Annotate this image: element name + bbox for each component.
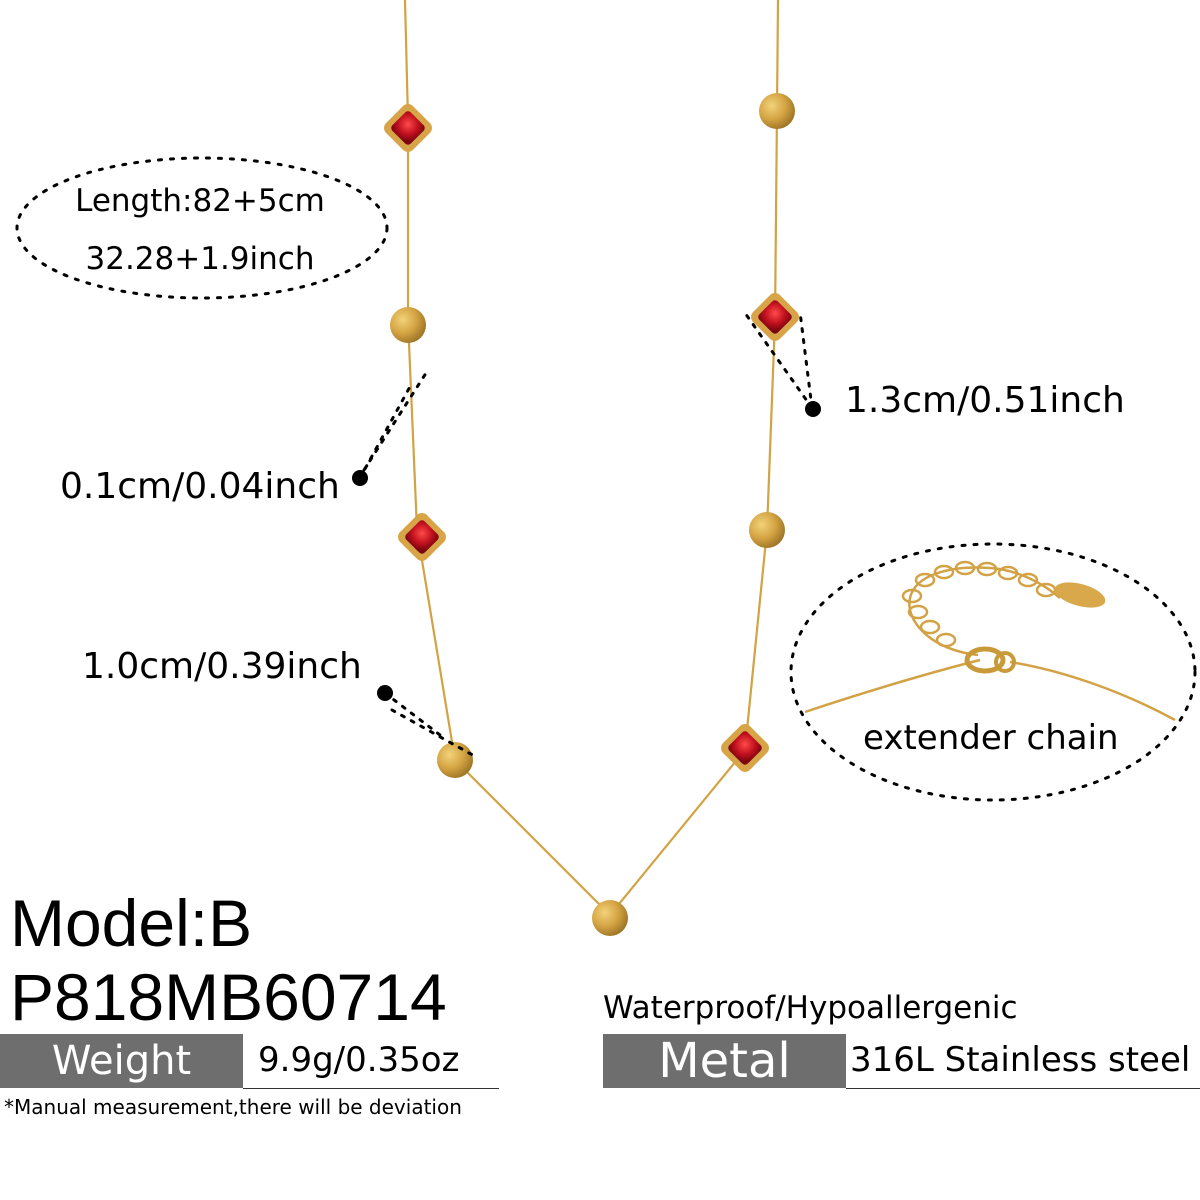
gold-bead	[390, 307, 426, 343]
metal-label-box: Metal	[603, 1033, 846, 1089]
jump-ring	[994, 651, 1016, 673]
measurement-dot	[377, 685, 393, 701]
stone-size-label: 1.3cm/0.51inch	[845, 380, 1125, 421]
ruby-stone	[398, 513, 446, 561]
bead-size-label: 1.0cm/0.39inch	[82, 646, 362, 687]
measurement-leaders	[358, 310, 814, 760]
ruby-stone	[721, 724, 769, 772]
extender-chain	[804, 566, 1176, 722]
ruby-stone	[751, 293, 799, 341]
sku-code: P818MB60714	[10, 960, 447, 1034]
gold-bead	[759, 93, 795, 129]
features-text: Waterproof/Hypoallergenic	[603, 990, 1018, 1026]
metal-underline	[846, 1088, 1200, 1089]
metal-value: 316L Stainless steel	[850, 1040, 1191, 1080]
extender-tag	[1054, 582, 1106, 608]
extender-callout-ellipse	[789, 542, 1197, 802]
lobster-clasp	[964, 646, 1006, 674]
weight-underline	[243, 1088, 499, 1089]
weight-label-box: Weight	[0, 1034, 243, 1088]
length-callout: Length:82+5cm 32.28+1.9inch	[35, 172, 365, 288]
length-callout-ellipse	[15, 156, 389, 300]
gold-bead	[437, 742, 473, 778]
length-inch-text: 32.28+1.9inch	[85, 241, 315, 277]
extender-chain-label: extender chain	[863, 718, 1119, 758]
ruby-stone	[384, 104, 432, 152]
chain-width-label: 0.1cm/0.04inch	[60, 466, 340, 507]
length-cm-text: Length:82+5cm	[75, 183, 325, 219]
chain	[403, 0, 780, 917]
gold-bead	[749, 512, 785, 548]
extender-links	[901, 560, 1057, 648]
measurement-dot	[805, 401, 821, 417]
gold-bead	[592, 900, 628, 936]
measurement-dot	[352, 470, 368, 486]
measurement-note: *Manual measurement,there will be deviat…	[4, 1095, 462, 1119]
model-title: Model:B	[10, 886, 253, 960]
weight-value: 9.9g/0.35oz	[258, 1040, 460, 1080]
